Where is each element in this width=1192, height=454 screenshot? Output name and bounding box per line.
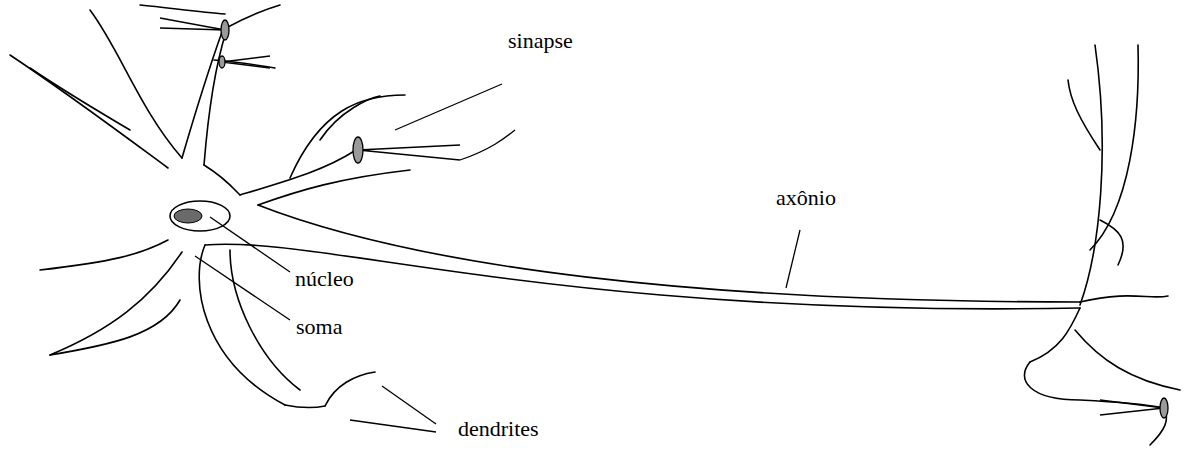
terminal-line (1024, 362, 1164, 408)
dendrite-line (10, 55, 168, 168)
dendrites-label: dendrites (458, 416, 539, 442)
nucleus-outline (170, 201, 230, 231)
synapse-cone (222, 56, 270, 68)
terminal-line (1100, 220, 1123, 265)
terminal-line (1068, 80, 1100, 150)
axon-label: axônio (776, 185, 836, 211)
axon-line (205, 244, 1080, 309)
synapse-knob (219, 56, 225, 68)
dendrite-line (204, 165, 240, 195)
synapse-label: sinapse (508, 28, 573, 54)
terminal-line (1090, 45, 1138, 250)
leader-line (350, 420, 436, 432)
synapse-knob (1160, 398, 1168, 418)
dendrite-line (258, 170, 410, 205)
dendrite-line (182, 32, 222, 158)
synapse-knob (221, 20, 229, 40)
dendrite-line (30, 68, 130, 130)
terminal-line (1030, 308, 1080, 362)
terminal-line (1080, 45, 1102, 305)
leader-line (395, 84, 502, 130)
synapse-cone (358, 130, 515, 160)
synapse-knob (353, 137, 363, 163)
nucleolus (174, 209, 202, 223)
leader-line (786, 230, 800, 288)
leader-lines (195, 84, 800, 432)
dendrite-line (199, 245, 285, 405)
dendrite-line (50, 252, 182, 355)
dendrite-line (204, 32, 226, 165)
dendrite-line (90, 10, 182, 158)
dendrite-line (290, 95, 405, 178)
synapse-cone (160, 18, 225, 30)
dendrite-line (140, 5, 225, 14)
dendrite-line (285, 405, 325, 407)
terminal-line (1080, 296, 1168, 302)
dendrite-line (325, 372, 375, 406)
axon-line (258, 205, 1080, 302)
synapse-cone (1100, 400, 1164, 415)
soma-label: soma (296, 314, 342, 340)
neuron-outline (10, 5, 1180, 445)
leader-line (195, 256, 290, 320)
dendrite-line (240, 150, 356, 195)
nucleus-label: núcleo (295, 266, 354, 292)
dendrite-line (226, 5, 280, 28)
dendrite-line (320, 96, 380, 140)
leader-line (210, 217, 290, 272)
leader-line (382, 386, 436, 424)
dendrite-line (50, 300, 180, 355)
dendrite-line (40, 240, 168, 270)
synapse-symbols (160, 18, 1168, 418)
terminal-line (1075, 330, 1180, 390)
